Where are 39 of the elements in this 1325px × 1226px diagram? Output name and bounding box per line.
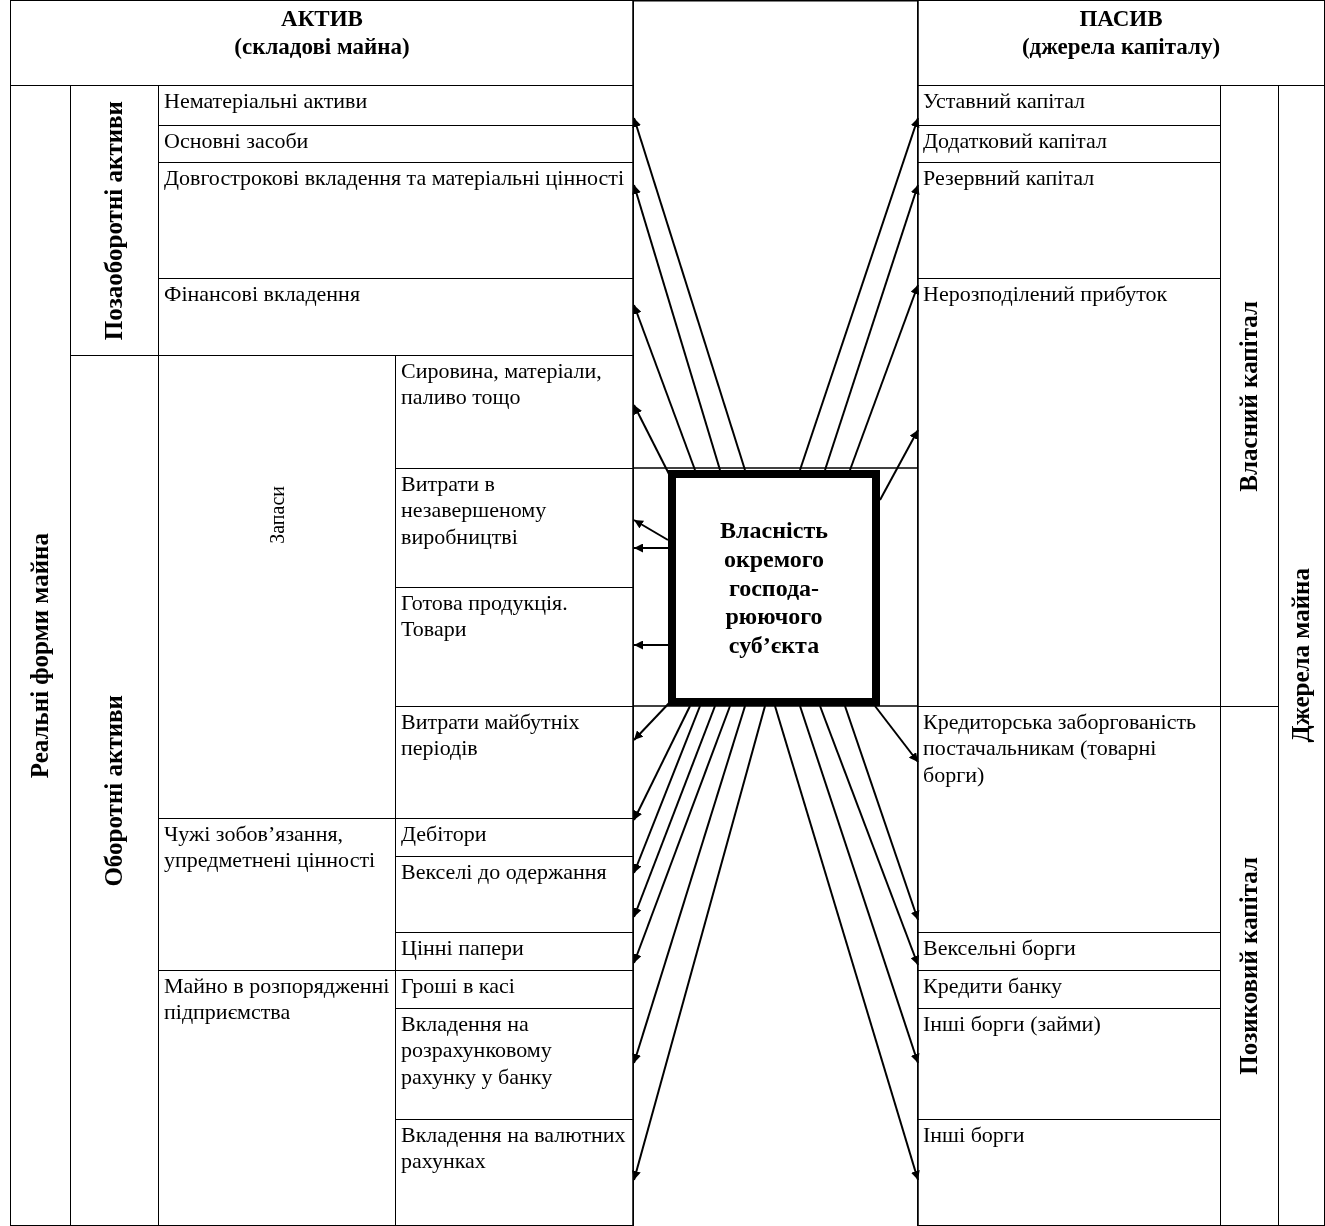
arrow: [632, 705, 766, 1181]
arrow: [774, 705, 920, 1181]
arrow: [633, 543, 669, 553]
vertical-label: Власний капітал: [1235, 300, 1264, 492]
arrow: [633, 705, 701, 874]
arrow: [849, 284, 920, 471]
table-cell: Вкладення на валютних рахунках: [395, 1119, 634, 1226]
arrow: [633, 640, 669, 650]
arrow: [633, 519, 669, 541]
arrow: [633, 705, 691, 821]
arrow: [632, 705, 746, 1064]
arrow: [874, 705, 919, 763]
row-header-cell: [1278, 85, 1325, 1226]
arrow: [632, 184, 721, 471]
header-cell: [917, 0, 1325, 86]
arrow: [799, 705, 920, 1064]
vertical-label: Запаси: [265, 486, 289, 544]
header-title: АКТИВ: [281, 5, 363, 33]
header-cell: [10, 0, 634, 86]
arrow: [799, 117, 920, 471]
arrow: [879, 429, 919, 501]
vertical-label: Позиковий капітал: [1235, 857, 1264, 1075]
vertical-label: Реальні форми майна: [26, 532, 55, 779]
header-subtitle: (складові майна): [234, 32, 410, 61]
center-box: Власність окремого господа-рюючого суб’єкта: [668, 470, 880, 706]
arrow: [632, 304, 696, 471]
arrow: [633, 705, 716, 918]
vertical-label: Позаоборотні активи: [100, 100, 129, 341]
arrow: [632, 705, 731, 964]
vertical-label: Джерела майна: [1287, 568, 1316, 743]
arrow: [844, 705, 920, 921]
arrow: [824, 184, 920, 471]
vertical-label: Оборотні активи: [100, 694, 129, 887]
arrow: [819, 705, 919, 966]
arrow: [632, 117, 746, 471]
row-header-cell: [10, 85, 71, 1226]
table-cell: Інші борги: [917, 1119, 1221, 1226]
header-title: ПАСИВ: [1079, 5, 1163, 33]
header-subtitle: (джерела капіталу): [1021, 32, 1221, 61]
